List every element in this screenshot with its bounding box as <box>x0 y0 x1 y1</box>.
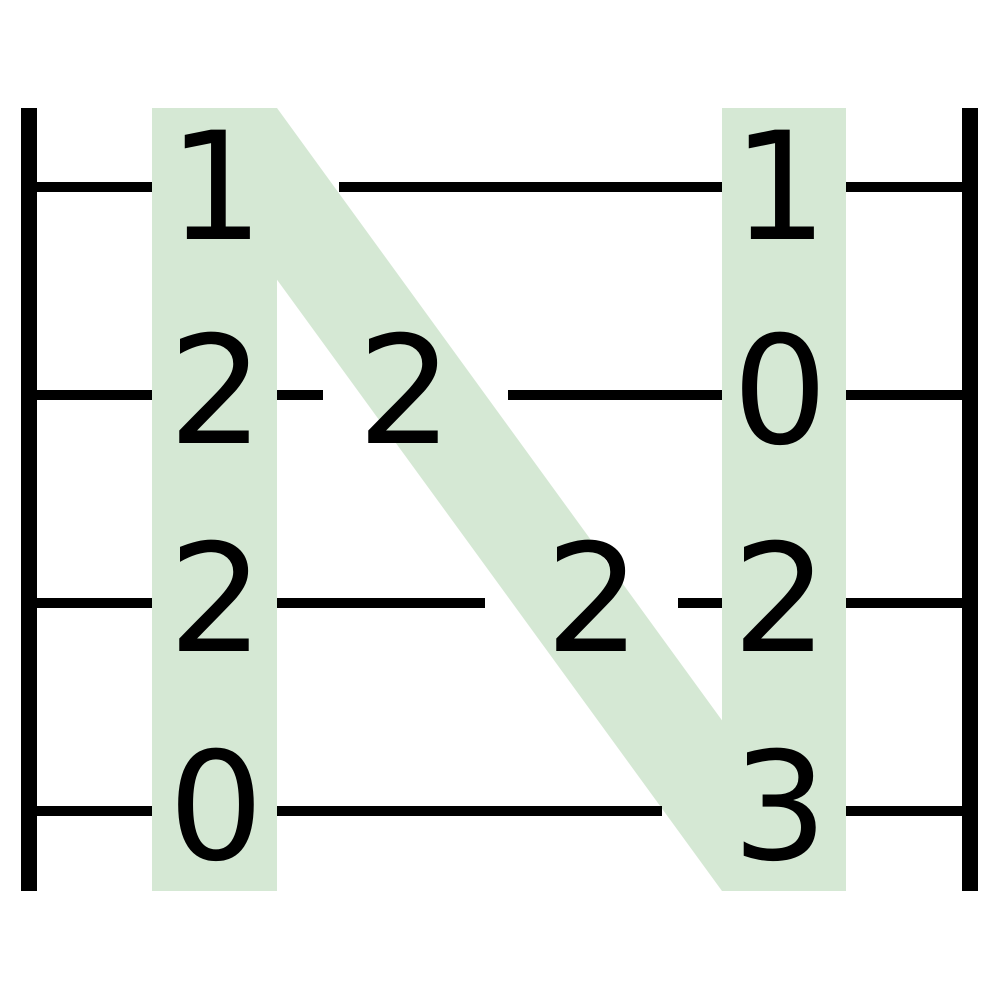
fret-number-r0c0: 1 <box>168 101 263 275</box>
fret-numbers: 1 1 2 2 0 2 2 2 0 3 <box>168 101 827 895</box>
fret-number-r1c0: 2 <box>168 305 263 479</box>
n-diagonal-stroke <box>152 108 846 891</box>
fret-number-r1c4: 0 <box>732 305 827 479</box>
fret-number-r2c0: 2 <box>168 513 263 687</box>
fret-number-r3c4: 3 <box>732 721 827 895</box>
fret-number-r2c3: 2 <box>545 513 640 687</box>
fret-number-r0c4: 1 <box>732 101 827 275</box>
fret-number-r2c4: 2 <box>732 513 827 687</box>
n-highlight <box>152 108 846 891</box>
fret-number-r1c1: 2 <box>357 305 452 479</box>
fret-number-r3c0: 0 <box>168 721 263 895</box>
